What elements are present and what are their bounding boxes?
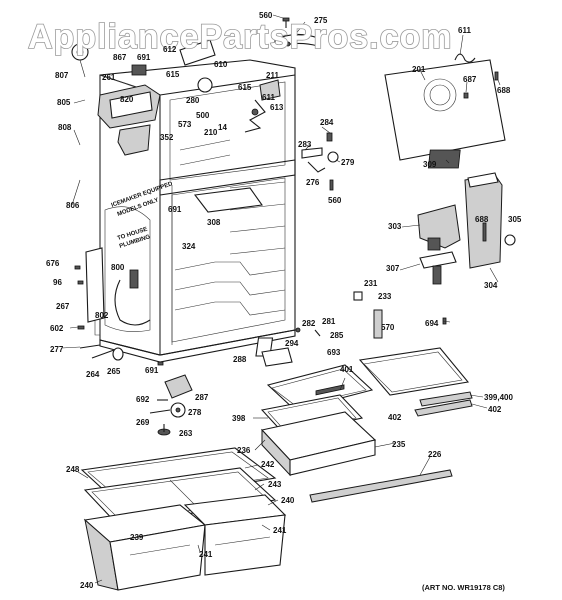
part-label: 236	[237, 446, 251, 455]
part-label: 676	[46, 259, 60, 268]
part-label: 694	[425, 319, 439, 328]
part-label: 402	[488, 405, 502, 414]
bottom-crispers	[80, 447, 287, 591]
part-label: 805	[57, 98, 71, 107]
part-label: 691	[145, 366, 159, 375]
part-label: 231	[364, 279, 378, 288]
part-label: 210	[204, 128, 218, 137]
part-label: 687	[463, 75, 477, 84]
part-label: 560	[259, 11, 273, 20]
part-label: 96	[53, 278, 62, 287]
part-labels: 560 275 611 201 687 688 867 691 612 615 …	[46, 11, 522, 590]
part-label: 602	[50, 324, 64, 333]
part-label: 352	[160, 133, 174, 142]
part-label: 288	[233, 355, 247, 364]
art-number: (ART NO. WR19178 C8)	[422, 583, 505, 592]
part-label: 401	[340, 365, 354, 374]
part-label: 242	[261, 460, 275, 469]
part-label: 807	[55, 71, 69, 80]
left-hardware	[74, 247, 193, 436]
part-label: 610	[214, 60, 228, 69]
part-label: 800	[111, 263, 125, 272]
part-label: 615	[166, 70, 180, 79]
part-label: 283	[298, 140, 312, 149]
fresh-food-shelves	[260, 347, 473, 503]
part-label: 261	[102, 73, 116, 82]
part-label: 402	[388, 413, 402, 422]
watermark-logo: AppliancePartsPros.com	[28, 18, 452, 56]
part-label: 241	[199, 550, 213, 559]
part-label: 248	[66, 465, 80, 474]
part-label: 808	[58, 123, 72, 132]
part-label: 211	[266, 71, 279, 80]
part-label: 692	[136, 395, 150, 404]
part-label: 281	[322, 317, 336, 326]
part-label: 612	[163, 45, 177, 54]
diagram-notes: ICEMAKER EQUIPPED MODELS ONLY TO HOUSE P…	[111, 181, 174, 250]
part-label: 287	[195, 393, 209, 402]
part-label: 500	[196, 111, 210, 120]
part-label: 276	[306, 178, 320, 187]
icemaker-assembly	[71, 39, 281, 156]
part-label: 308	[207, 218, 221, 227]
part-label: 226	[428, 450, 442, 459]
part-label: 324	[182, 242, 196, 251]
part-label: 611	[262, 93, 275, 102]
part-label: 688	[497, 86, 511, 95]
part-label: 269	[136, 418, 150, 427]
top-parts	[274, 17, 476, 63]
part-label: 693	[327, 348, 341, 357]
part-label: 691	[168, 205, 182, 214]
part-label: 806	[66, 201, 80, 210]
part-label: 14	[218, 123, 227, 132]
leader-lines	[61, 14, 501, 584]
part-label: 284	[320, 118, 334, 127]
part-label: 278	[188, 408, 202, 417]
part-label: 307	[386, 264, 400, 273]
part-label: 240	[80, 581, 94, 590]
dispenser-parts	[417, 172, 516, 285]
part-label: 201	[412, 65, 426, 74]
part-label: 303	[388, 222, 402, 231]
part-label: 275	[314, 16, 328, 25]
part-label: 280	[186, 96, 200, 105]
part-label: 282	[302, 319, 316, 328]
part-label: 304	[484, 281, 498, 290]
part-label: 691	[137, 53, 151, 62]
part-label: 613	[270, 103, 284, 112]
evaporator-cover	[384, 59, 506, 169]
part-label: 573	[178, 120, 192, 129]
part-label: 560	[328, 196, 342, 205]
part-label: 233	[378, 292, 392, 301]
part-label: 305	[508, 215, 522, 224]
freezer-shelf	[193, 187, 263, 213]
part-label: 264	[86, 370, 100, 379]
part-label: 398	[232, 414, 246, 423]
part-label: 240	[281, 496, 295, 505]
part-label: 570	[381, 323, 395, 332]
part-label: 277	[50, 345, 64, 354]
part-label: 267	[56, 302, 70, 311]
part-label: 235	[392, 440, 406, 449]
part-label: 688	[475, 215, 489, 224]
part-label: 294	[285, 339, 299, 348]
part-label: 399,400	[484, 393, 513, 402]
part-label: 802	[95, 311, 109, 320]
part-label: 611	[458, 26, 471, 35]
part-label: 615	[238, 83, 252, 92]
small-hardware	[255, 132, 447, 367]
part-label: 241	[273, 526, 287, 535]
part-label: 279	[341, 158, 355, 167]
part-label: 243	[268, 480, 282, 489]
part-label: 285	[330, 331, 344, 340]
part-label: 265	[107, 367, 121, 376]
part-label: 820	[120, 95, 134, 104]
part-label: 239	[130, 533, 144, 542]
part-label: 263	[179, 429, 193, 438]
part-label: 309	[423, 160, 437, 169]
part-label: 867	[113, 53, 127, 62]
